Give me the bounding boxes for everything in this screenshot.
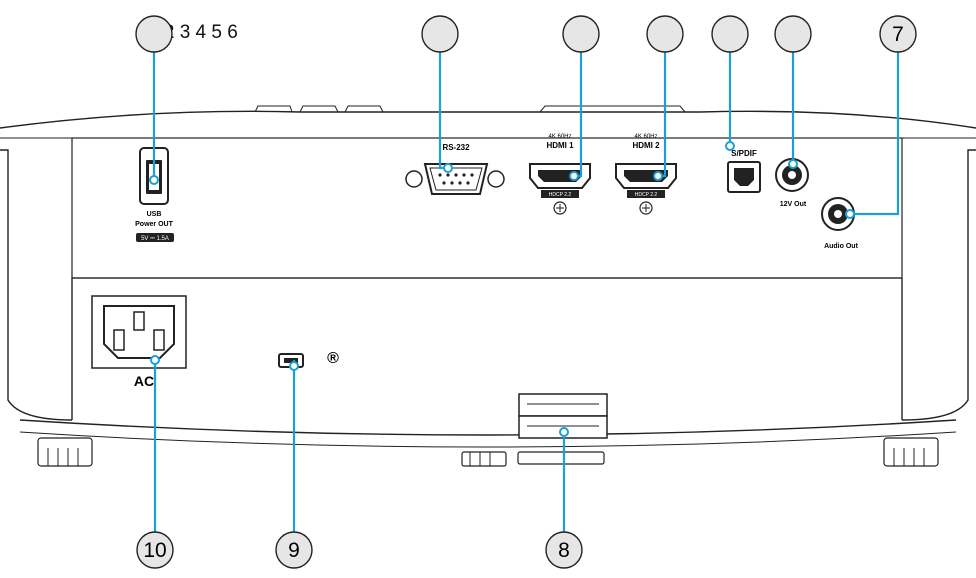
leader-line-3 <box>574 52 583 178</box>
spdif-port: S/PDIF <box>727 149 761 193</box>
hdmi1-port: 4K 60Hz HDMI 1 HDCP 2.2 <box>529 134 591 215</box>
callout-7-number: 7 <box>892 23 904 46</box>
leader-line-7 <box>850 52 900 216</box>
dc-12v-label: 12V Out <box>780 201 807 208</box>
callout-circles: 7 8 9 10 <box>135 15 917 569</box>
security-slot: ® <box>278 350 339 368</box>
callout-8: 8 <box>545 531 583 569</box>
hdmi2-label: HDMI 2 <box>632 141 660 150</box>
dc-12v-out-port: 12V Out <box>775 158 809 208</box>
leader-line-4 <box>658 52 667 178</box>
hdmi2-spec-label: 4K 60Hz <box>634 134 657 140</box>
callout-5 <box>711 15 749 53</box>
callout-3 <box>562 15 600 53</box>
leader-lines <box>152 52 900 548</box>
audio-out-port: Audio Out <box>821 197 859 250</box>
projector-feet <box>37 437 939 467</box>
callout-1 <box>135 15 173 53</box>
rs232-label: RS-232 <box>442 143 470 152</box>
callout-2 <box>421 15 459 53</box>
callout-8-number: 8 <box>558 539 570 562</box>
callout-4 <box>646 15 684 53</box>
usb-label-line1: USB <box>147 211 162 218</box>
leader-endpoints <box>149 141 855 437</box>
hdmi2-port: 4K 60Hz HDMI 2 HDCP 2.2 <box>615 134 677 215</box>
callout-6 <box>774 15 812 53</box>
kensington-lock-icon: ® <box>327 350 339 367</box>
callout-9: 9 <box>275 531 313 569</box>
callout-10: 10 <box>136 531 174 569</box>
spdif-label: S/PDIF <box>731 149 757 158</box>
hdmi1-hdcp-label: HDCP 2.2 <box>549 192 572 198</box>
callout-7: 7 <box>879 15 917 53</box>
security-bar <box>518 393 608 439</box>
callout-10-number: 10 <box>143 539 166 562</box>
callout-9-number: 9 <box>288 539 300 562</box>
hdmi1-spec-label: 4K 60Hz <box>548 134 571 140</box>
ac-label: AC <box>134 373 154 389</box>
ac-power-inlet: AC <box>91 295 187 389</box>
hdmi2-hdcp-label: HDCP 2.2 <box>635 192 658 198</box>
usb-label-line2: Power OUT <box>135 221 173 228</box>
usb-rating-label: 5V ⎓ 1.5A <box>141 236 169 242</box>
hdmi1-label: HDMI 1 <box>546 141 574 150</box>
rs232-port: RS-232 <box>405 143 505 195</box>
audio-out-label: Audio Out <box>824 243 858 250</box>
